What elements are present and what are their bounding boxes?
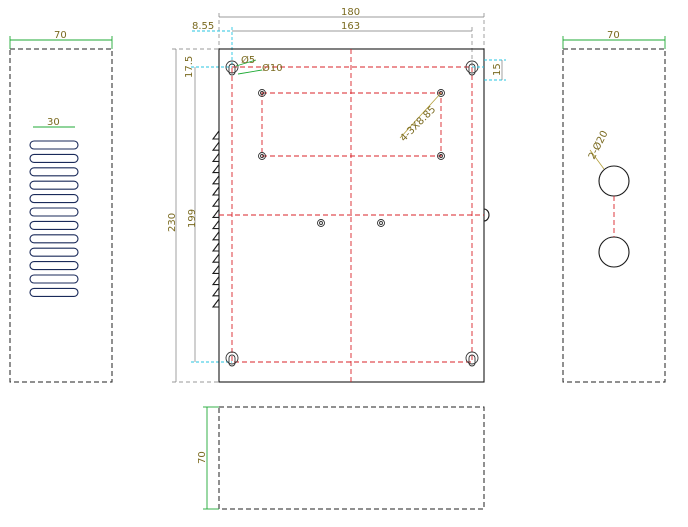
mounting-centerline-frame xyxy=(231,66,473,363)
vent-slot xyxy=(29,274,79,284)
louver-tooth xyxy=(211,265,220,274)
ventilation-slots xyxy=(29,140,79,297)
louver-tooth xyxy=(211,197,220,207)
louver-tooth xyxy=(211,153,220,162)
louver-tooth xyxy=(211,253,220,263)
vent-slot xyxy=(29,247,79,257)
keyhole-bottom-right-ring xyxy=(465,351,479,365)
plate-hole-1 xyxy=(258,89,266,97)
plate-hole-4 xyxy=(437,152,445,160)
center-screw-left-inner xyxy=(319,221,323,225)
center-screw-right xyxy=(377,219,385,227)
vent-slot xyxy=(29,167,79,177)
louver-tooth xyxy=(211,220,220,230)
right-edge-notch xyxy=(483,208,490,222)
keyhole-small-label: Ø5 xyxy=(241,54,255,66)
vent-slot xyxy=(29,287,79,297)
right-view-outline xyxy=(562,48,666,383)
hole-offset-label: 8.55 xyxy=(192,21,214,32)
plate-hole-2 xyxy=(437,89,445,97)
center-screw-right-inner xyxy=(379,221,383,225)
bottom-depth-label: 70 xyxy=(197,451,208,464)
plate-hole-4-inner xyxy=(439,154,443,158)
plate-hole-2-inner xyxy=(439,91,443,95)
louver-tooth xyxy=(211,242,220,252)
edge-offset-label: 15 xyxy=(492,63,503,76)
front-view-outline xyxy=(218,48,485,383)
mount-holes-leader xyxy=(399,92,442,139)
vent-slot xyxy=(29,234,79,244)
bottom-view: 70 xyxy=(197,406,485,510)
cable-hole-bottom xyxy=(598,236,630,268)
louver-tooth xyxy=(211,298,220,308)
left-width-label: 70 xyxy=(54,30,67,41)
louver-tooth xyxy=(211,209,220,218)
louver-tooth xyxy=(211,175,220,185)
plate-hole-1-inner xyxy=(260,91,264,95)
hole-top-offset-label: 17.5 xyxy=(184,56,195,78)
bottom-view-outline xyxy=(218,406,485,510)
plate-hole-3 xyxy=(258,152,266,160)
front-width-label: 180 xyxy=(341,7,360,18)
keyhole-leader-2 xyxy=(237,69,263,75)
height-total-label: 230 xyxy=(167,213,178,232)
vent-slot xyxy=(29,194,79,204)
louver-tooth xyxy=(211,130,220,140)
slot-width-label: 30 xyxy=(47,117,60,128)
louver-tooth xyxy=(211,276,220,286)
keyhole-leader-1 xyxy=(235,59,257,67)
vent-slot xyxy=(29,261,79,271)
louver-teeth xyxy=(211,130,220,308)
vent-slot xyxy=(29,207,79,217)
vent-slot xyxy=(29,153,79,163)
louver-tooth xyxy=(211,141,220,151)
right-width-label: 70 xyxy=(607,30,620,41)
left-side-view: 70 30 xyxy=(9,30,113,383)
mount-holes-label: 4-3X8.85 xyxy=(398,104,438,144)
hole-vertical-label: 199 xyxy=(187,209,198,228)
louver-tooth xyxy=(211,164,220,174)
louver-tooth xyxy=(211,287,220,297)
cable-holes-label: 2-Ø20 xyxy=(586,129,611,162)
hole-span-label: 163 xyxy=(341,21,360,32)
front-view: 180 163 8.55 230 199 17.5 xyxy=(167,7,506,383)
keyhole-top-left-ring xyxy=(225,60,239,74)
louver-tooth xyxy=(211,231,220,241)
vent-slot xyxy=(29,140,79,150)
cable-hole-top xyxy=(598,165,630,197)
mounting-plate-outline xyxy=(261,92,442,157)
vent-slot xyxy=(29,180,79,190)
left-view-outline xyxy=(9,48,113,383)
center-screw-left xyxy=(317,219,325,227)
keyhole-large-label: Ø10 xyxy=(262,62,283,74)
keyhole-bottom-left-ring xyxy=(225,351,239,365)
vent-slot xyxy=(29,220,79,230)
right-side-view: 70 2-Ø20 xyxy=(562,30,666,383)
plate-hole-3-inner xyxy=(260,154,264,158)
louver-tooth xyxy=(211,186,220,196)
cable-holes-leader xyxy=(589,149,605,170)
